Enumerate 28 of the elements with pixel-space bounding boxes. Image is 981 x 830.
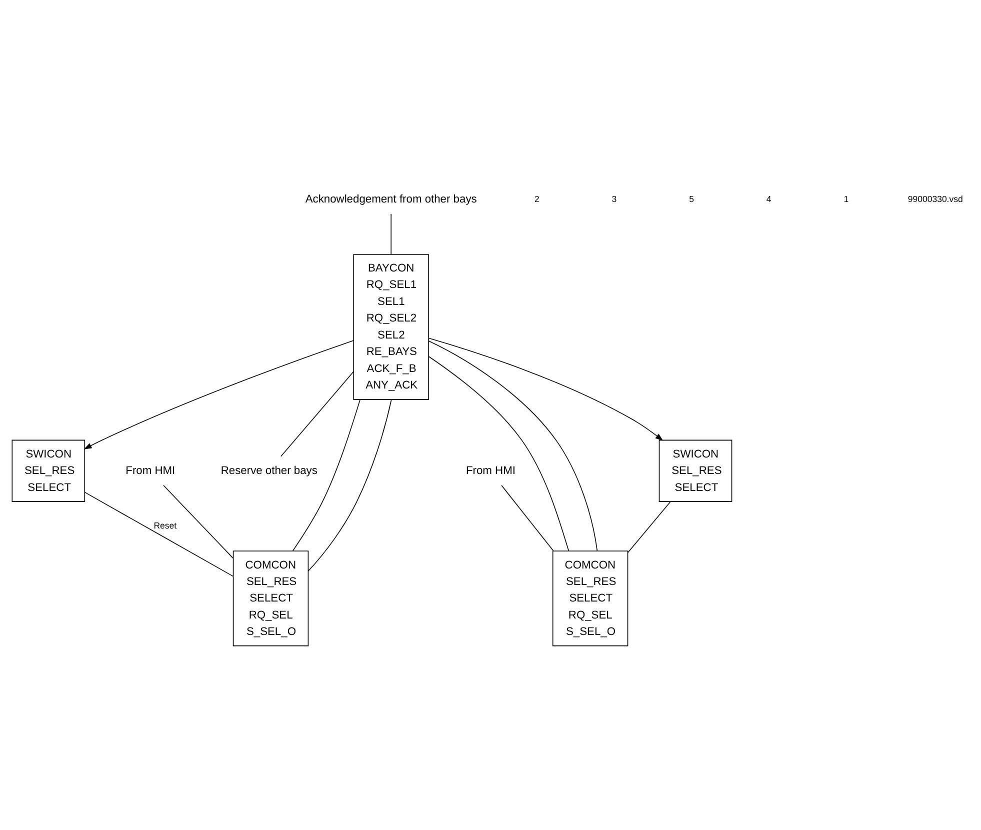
label: 1 [844,193,849,204]
node-text: Acknowledgement from other bays [305,192,477,205]
connector [501,484,554,551]
label: 3 [612,193,617,204]
node-box: COMCON SEL_RES SELECT RQ_SEL S_SEL_O [552,550,628,646]
label: 2 [534,193,540,204]
connector [627,500,671,553]
connector [308,398,392,571]
connector [428,340,598,551]
node-box: COMCON SEL_RES SELECT RQ_SEL S_SEL_O [232,550,309,646]
connector [390,213,392,254]
label: 5 [689,193,694,204]
connector [163,484,234,558]
connector [84,491,234,576]
node-box: SWICON SEL_RES SELECT [12,439,86,502]
arrow [84,340,354,449]
node-text: From HMI [466,464,516,476]
connector [280,370,354,456]
connector [428,355,570,551]
arrow [428,337,664,440]
connector [292,398,361,551]
node-box: BAYCON RQ_SEL1 SEL1 RQ_SEL2 SEL2 RE_BAYS ACK_F_B ANY_ACK [353,254,429,400]
label: 4 [766,193,772,204]
node-box: SWICON SEL_RES SELECT [658,439,732,502]
label: 99000330.vsd [908,193,963,204]
node-text: Reserve other bays [220,464,318,476]
edge-label: Reset [154,520,177,530]
node-text: From HMI [126,464,176,476]
